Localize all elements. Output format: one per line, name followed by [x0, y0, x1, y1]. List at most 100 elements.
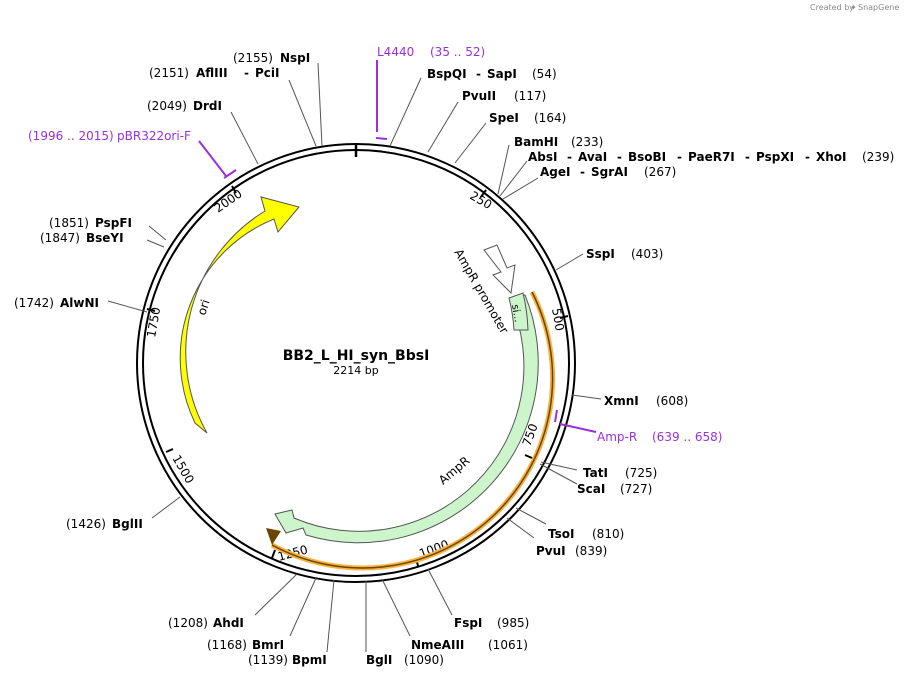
site-enzyme: PvuI [536, 544, 566, 558]
site-pvuii[interactable]: PvuII (117) [462, 89, 546, 103]
site-enzyme: SapI [487, 67, 517, 81]
ruler-tick [231, 185, 237, 194]
site-bglii[interactable]: (1426) BglII [66, 517, 143, 531]
site-enzyme: BglII [112, 517, 143, 531]
feature-signal-peptide[interactable]: si… [508, 292, 529, 331]
orf-arc [266, 290, 556, 571]
site-separator: - [617, 150, 622, 164]
primer-amp-r[interactable]: Amp-R (639 .. 658) [554, 409, 722, 444]
orf-arrow-icon [266, 528, 281, 545]
site-pos: (727) [620, 482, 652, 496]
primer-name: pBR322ori-F [117, 129, 191, 143]
plasmid-name: BB2_L_HI_syn_BbsI [283, 348, 430, 364]
site-xmni[interactable]: XmnI (608) [604, 394, 688, 408]
site-enzyme: FspI [454, 616, 482, 630]
ruler-tick [559, 315, 569, 319]
site-pos: (1090) [404, 653, 444, 667]
site-enzyme: AflIII [196, 66, 228, 80]
primer-mark [554, 409, 597, 433]
primer-l4440[interactable]: L4440 (35 .. 52) [375, 45, 485, 140]
site-spei[interactable]: SpeI (164) [489, 111, 566, 125]
feature-ampr-promoter[interactable]: AmpR promoter [451, 244, 516, 336]
site-bpmi[interactable]: (1139) BpmI [248, 653, 327, 667]
site-pos: (725) [625, 466, 657, 480]
site-nspi[interactable]: (2155) NspI [233, 51, 310, 65]
site-pos: (2155) [233, 51, 273, 65]
site-bgli[interactable]: BglI (1090) [366, 653, 444, 667]
site-pos: (2151) [149, 66, 189, 80]
site-separator: - [805, 150, 810, 164]
site-nmeaiii[interactable]: NmeAIII (1061) [411, 638, 528, 652]
site-enzyme: BamHI [514, 135, 558, 149]
site-enzyme: AvaI [578, 150, 607, 164]
site-enzyme: BglI [366, 653, 392, 667]
site-pos: (1061) [488, 638, 528, 652]
primer-pbr322ori-f[interactable]: (1996 .. 2015) pBR322ori-F [28, 129, 237, 179]
site-drdi[interactable]: (2049) DrdI [147, 99, 222, 113]
site-fspi[interactable]: FspI (985) [454, 616, 529, 630]
site-separator: - [567, 150, 572, 164]
site-leaders [107, 62, 602, 653]
site-enzyme: AlwNI [60, 296, 99, 310]
feature-ampr-label: AmpR [436, 454, 472, 488]
site-enzyme: PciI [255, 66, 280, 80]
site-pos: (233) [571, 135, 603, 149]
site-pos: (267) [644, 165, 676, 179]
site-separator: - [580, 165, 585, 179]
site-enzyme: XhoI [816, 150, 847, 164]
ruler-label: 1500 [169, 453, 196, 486]
backbone [136, 143, 576, 583]
site-bspqi-sapi[interactable]: BspQI - SapI (54) [427, 67, 557, 81]
site-pos: (985) [497, 616, 529, 630]
feature-ori[interactable]: ori [179, 196, 300, 434]
primer-name: Amp-R [597, 430, 637, 444]
site-ahdi[interactable]: (1208) AhdI [168, 616, 244, 630]
site-pos: (117) [514, 89, 546, 103]
site-enzyme: SpeI [489, 111, 519, 125]
primer-range: (639 .. 658) [652, 430, 722, 444]
site-separator: - [244, 66, 249, 80]
site-bseyi[interactable]: (1847) BseYI [40, 231, 124, 245]
site-sspi[interactable]: SspI (403) [586, 247, 663, 261]
site-pos: (164) [534, 111, 566, 125]
ruler-label: 1750 [144, 306, 163, 339]
site-pvui[interactable]: PvuI (839) [536, 544, 607, 558]
snapgene-credit: Created by ✦ SnapGene [810, 3, 899, 12]
site-pos: (54) [532, 67, 557, 81]
site-enzyme: PspFI [95, 216, 132, 230]
site-enzyme: AbsI [528, 150, 557, 164]
credit-brand: SnapGene [858, 3, 899, 12]
site-alwni[interactable]: (1742) AlwNI [14, 296, 99, 310]
site-enzyme: BpmI [292, 653, 327, 667]
ruler-label: 2000 [212, 186, 245, 215]
ruler-tick [146, 308, 156, 312]
snapgene-logo-icon: ✦ [850, 3, 857, 12]
site-agei-sgrai[interactable]: AgeI - SgrAI (267) [540, 165, 676, 179]
site-enzyme: BmrI [252, 638, 284, 652]
site-enzyme: PvuII [462, 89, 496, 103]
site-tsoi[interactable]: TsoI (810) [548, 527, 624, 541]
site-bamhi[interactable]: BamHI (233) [514, 135, 603, 149]
site-separator: - [745, 150, 750, 164]
site-pos: (1847) [40, 231, 80, 245]
ruler-tick [524, 454, 533, 459]
plasmid-size: 2214 bp [333, 364, 378, 377]
site-pos: (1208) [168, 616, 208, 630]
ruler-tick [271, 549, 276, 559]
site-pos: (810) [592, 527, 624, 541]
site-enzyme: PaeR7I [688, 150, 735, 164]
feature-ori-label: ori [195, 298, 213, 317]
primer-range: (1996 .. 2015) [28, 129, 114, 143]
site-scai[interactable]: ScaI (727) [577, 482, 652, 496]
site-pspfi[interactable]: (1851) PspFI [49, 216, 132, 230]
site-pos: (239) [862, 150, 894, 164]
site-afliii-pcii[interactable]: (2151) AflIII - PciI [149, 66, 280, 80]
site-absi-group[interactable]: AbsI - AvaI - BsoBI - PaeR7I - PspXI - X… [528, 150, 894, 164]
site-tati[interactable]: TatI (725) [583, 466, 657, 480]
site-enzyme: BseYI [86, 231, 124, 245]
site-pos: (403) [631, 247, 663, 261]
site-pos: (1851) [49, 216, 89, 230]
site-bmri[interactable]: (1168) BmrI [207, 638, 284, 652]
site-pos: (2049) [147, 99, 187, 113]
credit-prefix: Created by [810, 3, 854, 12]
